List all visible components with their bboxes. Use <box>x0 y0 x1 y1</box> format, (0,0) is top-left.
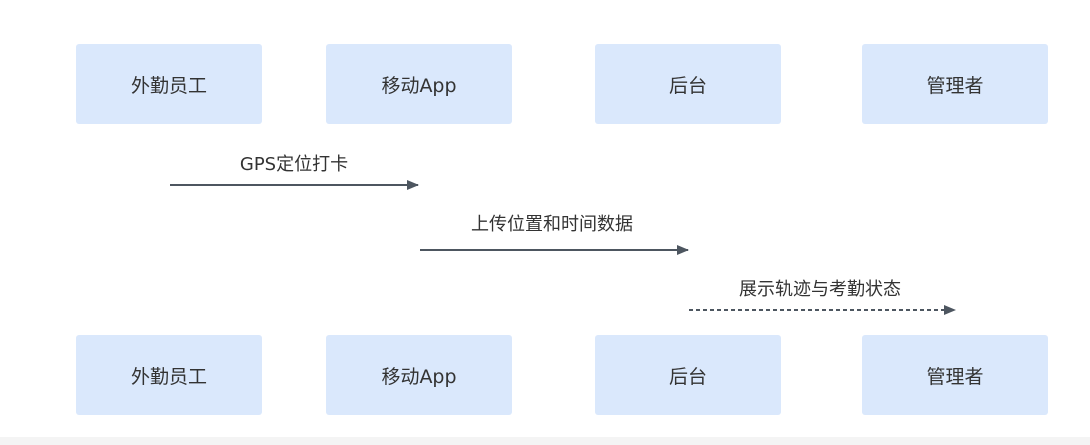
actor-label: 外勤员工 <box>130 365 207 388</box>
actor-box-field-staff-bottom: 外勤员工 <box>76 335 262 415</box>
actor-label: 后台 <box>668 365 707 388</box>
actor-box-manager-bottom: 管理者 <box>862 335 1048 415</box>
actor-label: 移动App <box>381 365 457 388</box>
actor-label: 后台 <box>668 74 707 97</box>
actor-label: 外勤员工 <box>130 74 207 97</box>
actor-box-manager-top: 管理者 <box>862 44 1048 124</box>
actor-box-backend-bottom: 后台 <box>595 335 781 415</box>
actor-label: 移动App <box>381 74 457 97</box>
message-label-gps-checkin: GPS定位打卡 <box>239 154 349 175</box>
actor-box-field-staff-top: 外勤员工 <box>76 44 262 124</box>
message-label-upload-data: 上传位置和时间数据 <box>471 214 633 235</box>
bottom-edge-strip <box>0 437 1090 445</box>
actor-box-backend-top: 后台 <box>595 44 781 124</box>
actor-box-mobile-app-bottom: 移动App <box>326 335 512 415</box>
actor-label: 管理者 <box>926 365 984 388</box>
message-label-show-track: 展示轨迹与考勤状态 <box>739 279 901 300</box>
actor-label: 管理者 <box>926 74 984 97</box>
actor-box-mobile-app-top: 移动App <box>326 44 512 124</box>
